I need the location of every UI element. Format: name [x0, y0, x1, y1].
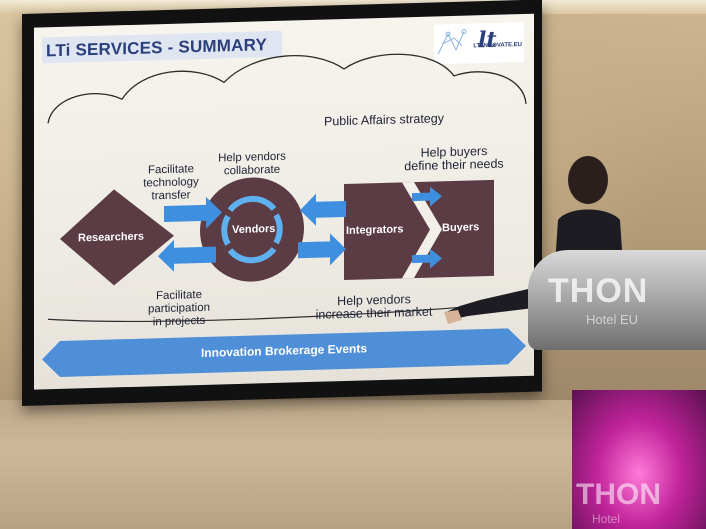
researchers-diamond	[60, 189, 174, 286]
services-diagram	[42, 53, 527, 377]
cycle-arrow-icon	[227, 195, 277, 213]
vendors-circle	[200, 177, 304, 282]
facilitate-projects-label: Facilitate participation in projects	[147, 288, 210, 329]
help-collaborate-label: Help vendors collaborate	[218, 150, 286, 178]
arrow-right-icon	[164, 196, 222, 229]
podium-body	[572, 390, 706, 529]
help-buyers-label: Help buyers define their needs	[404, 144, 504, 174]
lt-innovate-logo: lt	[434, 21, 524, 65]
help-market-label: Help vendors increase their market	[315, 292, 433, 322]
podium-subtitle-lower: Hotel	[592, 512, 621, 526]
presenter-arm	[444, 284, 550, 324]
arrow-left-icon	[158, 239, 216, 272]
cloud-outline	[47, 53, 527, 124]
integrators-buyers-box	[344, 179, 494, 281]
podium: THON Hotel EU THON Hotel	[528, 250, 706, 529]
presentation-slide: LTi SERVICES - SUMMARY lt LT-INNOVATE.EU	[34, 13, 534, 390]
researchers-label: Researchers	[78, 230, 145, 245]
podium-brand-lower: THON	[576, 478, 661, 511]
arrow-right-icon	[412, 186, 442, 207]
arrow-left-icon	[300, 193, 346, 226]
arrow-right-icon	[298, 233, 346, 266]
podium-subtitle: Hotel EU	[586, 312, 639, 327]
innovation-band	[42, 328, 526, 377]
vendors-label: Vendors	[232, 222, 276, 237]
podium-brand: THON	[548, 272, 649, 310]
buyers-label: Buyers	[442, 221, 480, 235]
arrow-right-icon	[412, 248, 442, 269]
integrators-label: Integrators	[346, 223, 404, 237]
logo-mark: lt	[478, 27, 497, 54]
projection-screen: LTi SERVICES - SUMMARY lt LT-INNOVATE.EU	[22, 0, 542, 406]
podium-top: THON Hotel EU	[528, 250, 706, 350]
